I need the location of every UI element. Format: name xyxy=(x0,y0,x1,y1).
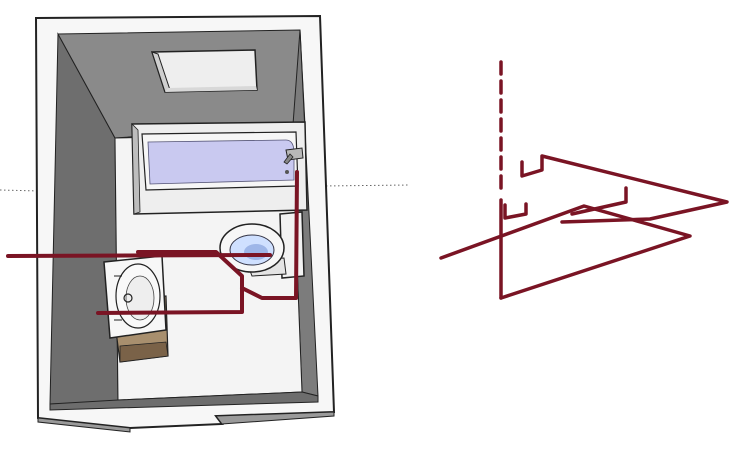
riser-hook xyxy=(503,202,528,220)
wall-face-bottom-left xyxy=(37,417,131,433)
axis-line-left xyxy=(0,189,41,192)
pipe-tub-riser xyxy=(240,170,299,300)
room-model xyxy=(6,14,336,433)
toilet-icon xyxy=(219,211,305,279)
branch-stub xyxy=(570,186,628,216)
axis-guides xyxy=(0,184,411,192)
faucet-icon xyxy=(283,147,304,174)
axis-line-right xyxy=(321,184,411,187)
floor-edge xyxy=(49,391,319,411)
pipe-sink-branch xyxy=(96,250,244,315)
bathtub-icon xyxy=(131,121,308,215)
pipe-network-room xyxy=(6,170,299,315)
wall-face-bottom-right xyxy=(215,411,335,425)
pipe-main-horizontal xyxy=(6,253,272,258)
pipe-network-isometric xyxy=(439,60,729,300)
skylight-icon xyxy=(150,49,258,93)
upper-branch xyxy=(520,154,729,224)
